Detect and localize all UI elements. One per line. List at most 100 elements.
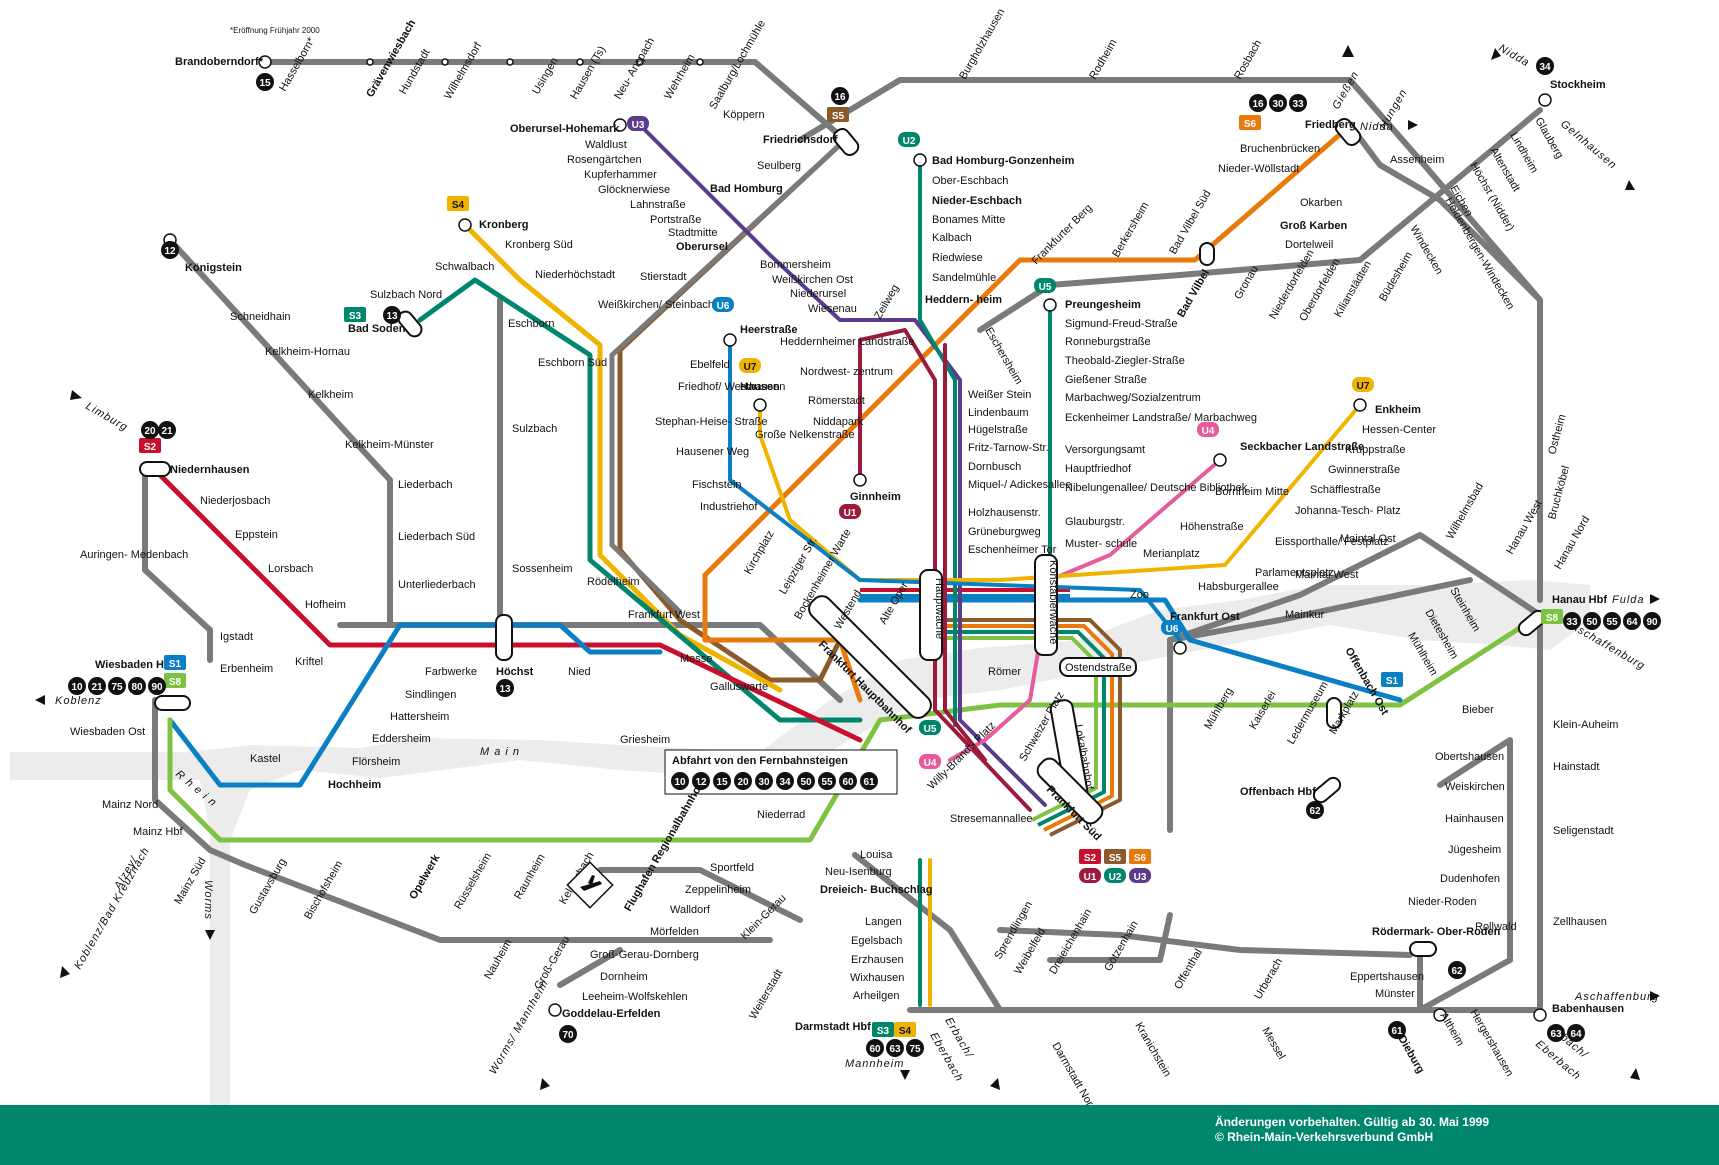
station-seckbacher: Seckbacher Landstraße	[1240, 441, 1364, 453]
station-offenthal: Offenthal	[1172, 947, 1205, 991]
svg-text:S3: S3	[877, 1026, 890, 1037]
station-roedelheim: Rödelheim	[587, 576, 640, 588]
station-marbachweg: Marbachweg/Sozialzentrum	[1065, 392, 1201, 404]
station-waldlust: Waldlust	[585, 139, 627, 151]
station-hergershausen: Hergershausen	[1467, 1008, 1515, 1079]
station-sportfeld: Sportfeld	[710, 862, 754, 874]
arrow-nidda-icon	[1491, 48, 1501, 60]
arrow-fulda-icon	[1650, 594, 1660, 604]
direction-worms: Worms	[202, 880, 214, 920]
svg-text:U7: U7	[1357, 381, 1370, 392]
station-zellhausen: Zellhausen	[1553, 916, 1607, 928]
svg-text:12: 12	[695, 777, 707, 788]
station-markers	[163, 55, 1552, 1022]
station-mainz-nord: Mainz Nord	[102, 799, 158, 811]
direction-nidda-2: Nidda	[1497, 42, 1532, 69]
line-badge-legend_u3: U3	[1129, 868, 1151, 883]
line-circle-h33: 33	[1563, 612, 1581, 630]
station-weisskirchen-steinbach: Weißkirchen/ Steinbach	[598, 299, 714, 311]
arrow-koblenz-icon	[35, 695, 45, 705]
station-darmstadt-nord: Darmstadt Nord	[1049, 1041, 1098, 1106]
svg-text:U4: U4	[1202, 426, 1215, 437]
svg-text:S6: S6	[1244, 119, 1257, 130]
station-riedwiese: Riedwiese	[932, 252, 983, 264]
station-kelkheim-muenster: Kelkheim-Münster	[345, 439, 434, 451]
svg-text:62: 62	[1451, 966, 1463, 977]
station-urberach: Urberach	[1252, 956, 1285, 1001]
station-kalbach: Kalbach	[932, 232, 972, 244]
station-koenigstein: Königstein	[185, 262, 242, 274]
svg-text:S6: S6	[1134, 853, 1147, 864]
station-gwinnerstrasse: Gwinnerstraße	[1328, 464, 1400, 476]
station-lindheim: Lindheim	[1507, 131, 1540, 176]
svg-text:S4: S4	[452, 200, 465, 211]
station-sulzbach-nord: Sulzbach Nord	[370, 289, 442, 301]
station-grosse-nelken: Große Nelkenstraße	[755, 429, 855, 441]
line-circle-b64: 64	[1567, 1024, 1585, 1042]
station-hausener-weg: Hausener Weg	[676, 446, 749, 458]
station-weiskirchen: Weiskirchen	[1445, 781, 1505, 793]
line-circle-c12: 12	[161, 241, 179, 259]
direction-arrows	[35, 45, 1660, 1090]
station-gloeckner: Glöcknerwiese	[598, 184, 670, 196]
line-badge-u7a: U7	[739, 358, 761, 373]
station-hausen: Hausen	[740, 381, 780, 393]
station-hanau-nord: Hanau Nord	[1552, 514, 1592, 571]
station-maintal-ost: Maintal Ost	[1340, 533, 1396, 545]
station-ledermuseum: Ledermuseum	[1285, 680, 1331, 747]
line-circle-o62: 62	[1306, 801, 1324, 819]
svg-text:55: 55	[821, 777, 833, 788]
station-wiesenau: Wiesenau	[808, 303, 857, 315]
station-niederrad: Niederrad	[757, 809, 805, 821]
station-kronberg: Kronberg	[479, 219, 529, 231]
station-egelsbach: Egelsbach	[851, 935, 902, 947]
line-badge-s1b: S1	[1381, 672, 1403, 687]
svg-text:21: 21	[91, 682, 103, 693]
station-hauptfriedhof: Hauptfriedhof	[1065, 463, 1132, 475]
line-badge-s4b: S4	[894, 1022, 916, 1037]
station-habsburgerallee: Habsburgerallee	[1198, 581, 1279, 593]
svg-text:61: 61	[1391, 1026, 1403, 1037]
station-johanna-tesch: Johanna-Tesch- Platz	[1295, 505, 1401, 517]
arrow-mannheim-icon	[900, 1070, 910, 1080]
station-windecken: Windecken	[1407, 224, 1445, 277]
station-sossenheim: Sossenheim	[512, 563, 573, 575]
station-zeilweg: Zeilweg	[872, 283, 901, 322]
line-badge-legend_u1: U1	[1079, 868, 1101, 883]
station-schneidhain: Schneidhain	[230, 311, 291, 323]
station-maintal-west: Maintal West	[1295, 569, 1358, 581]
station-farbwerke: Farbwerke	[425, 666, 477, 678]
svg-text:U2: U2	[1109, 872, 1122, 883]
station-eppertshausen: Eppertshausen	[1350, 971, 1424, 983]
fernbahn-circle-60: 60	[839, 772, 857, 790]
station-sigmund-freud: Sigmund-Freud-Straße	[1065, 318, 1178, 330]
station-bommersheim: Bommersheim	[760, 259, 831, 271]
line-circle-c30: 30	[1269, 94, 1287, 112]
station-hainstadt: Hainstadt	[1553, 761, 1599, 773]
footer-validity: Änderungen vorbehalten. Gültig ab 30. Ma…	[1214, 1115, 1489, 1129]
station-kelkheim: Kelkheim	[308, 389, 353, 401]
station-kelkheim-hornau: Kelkheim-Hornau	[265, 346, 350, 358]
svg-text:13: 13	[499, 684, 511, 695]
line-badge-s2: S2	[139, 438, 161, 453]
station-leeheim: Leeheim-Wolfskehlen	[582, 991, 688, 1003]
station-seulberg: Seulberg	[757, 160, 801, 172]
line-badge-s6a: S6	[1239, 115, 1261, 130]
station-walldorf: Walldorf	[670, 904, 711, 916]
line-circle-c20: 20	[141, 421, 159, 439]
station-niederursel: Niederursel	[790, 288, 846, 300]
svg-text:U6: U6	[1166, 624, 1179, 635]
line-badge-s1a: S1	[164, 655, 186, 670]
station-niedernhausen: Niedernhausen	[170, 464, 250, 476]
station-eschenheimer-tor: Eschenheimer Tor	[968, 544, 1057, 556]
svg-text:60: 60	[869, 1044, 881, 1055]
svg-text:10: 10	[674, 777, 686, 788]
svg-text:10: 10	[71, 682, 83, 693]
station-galluswarte: Galluswarte	[710, 681, 768, 693]
station-rosbach: Rosbach	[1232, 38, 1264, 82]
river-label-main: M a i n	[480, 746, 520, 758]
svg-text:13: 13	[386, 311, 398, 322]
